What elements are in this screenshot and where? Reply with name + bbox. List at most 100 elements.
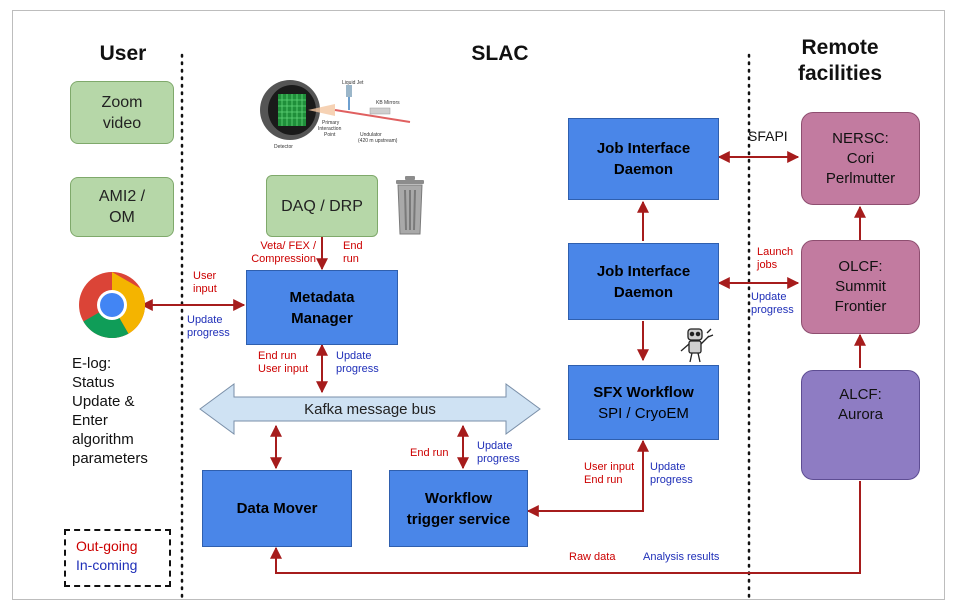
elog-line: Update & <box>72 393 135 410</box>
header-remote-facilities: Remote facilities <box>780 35 900 87</box>
label-end-run-daq: End run <box>343 240 363 266</box>
label-wf-update: Update progress <box>477 440 520 466</box>
daq-label: DAQ / DRP <box>281 197 363 215</box>
zoom-video-box[interactable]: Zoom video <box>70 81 174 144</box>
nersc-label-1: NERSC: <box>832 129 889 147</box>
label-update-progress-line-1: Update <box>187 314 223 326</box>
jid-top-label-1: Job Interface <box>596 140 691 157</box>
label-mm-update-line-1: Update <box>336 350 372 362</box>
ami-label-2: OM <box>109 209 135 226</box>
daq-drp-box[interactable]: DAQ / DRP <box>266 175 378 237</box>
wf-trigger-label-2: trigger service <box>406 510 511 528</box>
workflow-trigger-box[interactable]: Workflow trigger service <box>389 470 528 547</box>
legend-incoming: In-coming <box>76 557 138 573</box>
label-mm-user-input: User input <box>258 363 309 375</box>
sfx-workflow-box[interactable]: SFX Workflow SPI / CryoEM <box>568 365 719 440</box>
label-end-run-daq-line-1: End <box>343 240 363 252</box>
label-mm-end-run: End run <box>258 350 297 362</box>
label-veta-fex: Veta/ FEX / Compression <box>238 240 316 266</box>
header-remote-line-2: facilities <box>797 62 883 85</box>
label-user-input-line-2: input <box>193 283 217 295</box>
sfx-label-1: SFX Workflow <box>593 383 694 401</box>
olcf-label-3: Frontier <box>834 298 887 315</box>
detector-label: Liquid Jet <box>342 80 364 86</box>
label-update-progress-user: Update progress <box>187 314 230 340</box>
chrome-icon <box>79 272 146 339</box>
elog-line: E-log: <box>72 355 112 372</box>
label-sfx-end-run-line: End run <box>584 474 623 486</box>
alcf-label-1: ALCF: <box>839 386 882 403</box>
kafka-label: Kafka message bus <box>304 400 436 418</box>
nersc-box[interactable]: NERSC: Cori Perlmutter <box>801 112 920 205</box>
elog-line: algorithm <box>72 431 134 448</box>
ami2-om-box[interactable]: AMI2 / OM <box>70 177 174 237</box>
jid-mid-label-2: Daemon <box>613 283 674 301</box>
wf-trigger-label-1: Workflow <box>424 489 493 507</box>
metadata-manager-box[interactable]: Metadata Manager <box>246 270 398 345</box>
zoom-label-1: Zoom <box>101 93 143 111</box>
label-end-run-daq-line-2: run <box>343 253 359 265</box>
header-remote-line-1: Remote <box>801 36 879 59</box>
label-user-input: User input <box>193 270 217 296</box>
label-wf-update-line-1: Update <box>477 440 513 452</box>
label-veta-line-2: Compression <box>251 253 316 265</box>
elog-description: E-log: Status Update & Enter algorithm p… <box>72 354 192 468</box>
olcf-label-1: OLCF: <box>838 258 883 275</box>
jid-mid-label-1: Job Interface <box>596 262 691 280</box>
alcf-box[interactable]: ALCF: Aurora <box>801 370 920 480</box>
label-sfx-user-input-line: User input <box>584 461 635 473</box>
olcf-box[interactable]: OLCF: Summit Frontier <box>801 240 920 334</box>
diagram-frame <box>12 10 945 600</box>
robot-icon <box>680 328 714 363</box>
label-sfx-user-input: User input End run <box>584 461 634 487</box>
arrow-wftrigger-sfx <box>526 439 649 517</box>
data-mover-label: Data Mover <box>236 500 318 517</box>
legend-outgoing: Out-going <box>76 538 138 554</box>
metadata-label-1: Metadata <box>289 288 355 306</box>
header-slac: SLAC <box>471 42 529 65</box>
detector-label: Interaction <box>318 126 342 132</box>
label-metadata-update: Update progress <box>336 350 379 376</box>
elog-line: parameters <box>72 450 148 467</box>
olcf-label-2: Summit <box>835 278 886 295</box>
detector-label: KB Mirrors <box>376 100 400 106</box>
header-user: User <box>99 42 147 65</box>
elog-line: Enter <box>72 412 108 429</box>
elog-line: Status <box>72 374 115 391</box>
label-sfx-update-line-1: Update <box>650 461 686 473</box>
data-mover-box[interactable]: Data Mover <box>202 470 352 547</box>
label-raw-data: Raw data <box>569 551 616 563</box>
legend-box: Out-going In-coming <box>64 529 171 587</box>
job-interface-daemon-mid-box[interactable]: Job Interface Daemon <box>568 243 719 320</box>
sfx-label-2: SPI / CryoEM <box>598 404 689 422</box>
ami-label-1: AMI2 / <box>98 188 146 205</box>
detector-label: (420 m upstream) <box>358 138 398 144</box>
label-sfx-update: Update progress <box>650 461 693 487</box>
alcf-label-2: Aurora <box>837 406 884 423</box>
jid-top-label-2: Daemon <box>613 161 674 178</box>
detector-label: Primary <box>322 120 340 126</box>
arrow-remote-datamover <box>270 481 861 574</box>
label-olcf-update-line-1: Update <box>751 291 787 303</box>
zoom-label-2: video <box>102 114 142 132</box>
label-olcf-update: Update progress <box>751 291 794 317</box>
trash-can-icon <box>396 176 424 235</box>
detector-label: Detector <box>274 144 293 150</box>
kafka-bus-shape <box>199 383 541 435</box>
label-wf-update-line-2: progress <box>477 453 520 465</box>
kafka-bus-label: Kafka message bus <box>234 399 506 419</box>
label-metadata-end-run: End run User input <box>258 350 308 376</box>
detector-image: Liquid Jet KB Mirrors Primary Interactio… <box>260 80 411 150</box>
label-sfx-update-line-2: progress <box>650 474 693 486</box>
label-update-progress-line-2: progress <box>187 327 230 339</box>
metadata-label-2: Manager <box>291 309 353 327</box>
detector-label: Undulator <box>360 132 382 138</box>
label-launch-line-1: Launch <box>757 246 794 258</box>
label-analysis-results: Analysis results <box>643 551 720 563</box>
detector-label: Point <box>324 132 336 138</box>
label-veta-line-1: Veta/ FEX / <box>260 240 316 252</box>
job-interface-daemon-top-box[interactable]: Job Interface Daemon <box>568 118 719 200</box>
label-wf-end-run: End run <box>410 447 449 459</box>
label-mm-update-line-2: progress <box>336 363 379 375</box>
nersc-label-2: Cori <box>846 149 875 167</box>
